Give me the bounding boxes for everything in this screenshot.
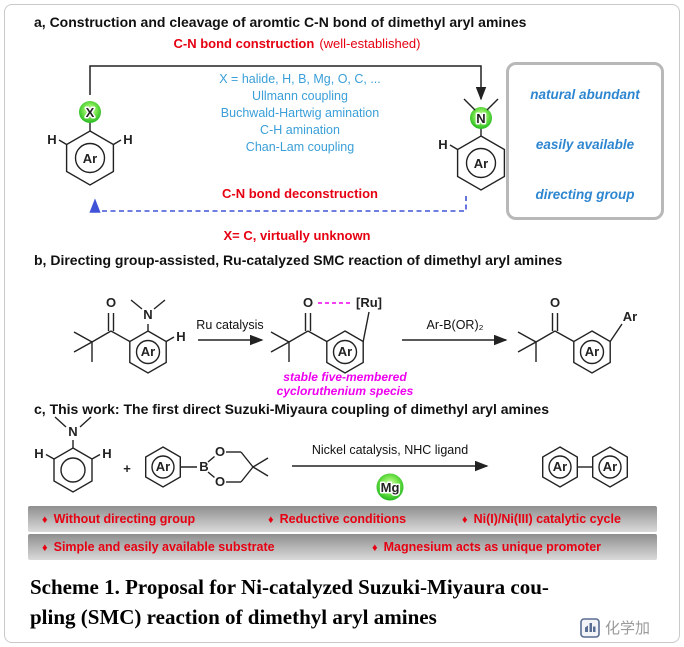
atom-o-top: O <box>215 444 225 459</box>
watermark-text: 化学加 <box>605 620 651 637</box>
deconstruction-label: C-N bond deconstruction <box>222 186 378 201</box>
benefits-panel: natural abundant easily available direct… <box>506 62 664 220</box>
method-ch-amination: C-H amination <box>260 123 340 137</box>
diamond-icon: ♦ <box>42 542 48 554</box>
diamond-icon: ♦ <box>42 514 48 526</box>
atom-o: O <box>106 295 116 310</box>
molecule-b2-ruthenacycle: O [Ru] Ar <box>270 294 384 374</box>
benefit-natural-abundant: natural abundant <box>530 87 640 102</box>
atom-h-left: H <box>34 446 43 461</box>
ring-label-ar: Ar <box>83 151 97 166</box>
coupling-methods-list: X = halide, H, B, Mg, O, C, ... Ullmann … <box>150 71 450 156</box>
x-definition: X = halide, H, B, Mg, O, C, ... <box>219 72 381 86</box>
ruthenacycle-note-line2: cycloruthenium species <box>276 384 414 398</box>
caption-line-2: pling (SMC) reaction of dimethyl aryl am… <box>30 605 437 629</box>
diamond-icon: ♦ <box>462 514 468 526</box>
construction-label: C-N bond construction <box>173 36 315 51</box>
section-b-title: b, Directing group-assisted, Ru-catalyze… <box>34 252 563 268</box>
highlight-text: Simple and easily available substrate <box>53 540 275 554</box>
watermark: 化学加 <box>580 617 650 638</box>
highlight-text: Magnesium acts as unique promoter <box>383 540 602 554</box>
diamond-icon: ♦ <box>372 542 378 554</box>
highlight-text: Reductive conditions <box>279 512 407 526</box>
molecule-b1-amino-ketone: O N H Ar <box>73 294 187 374</box>
section-c-title: c, This work: The first direct Suzuki-Mi… <box>34 401 549 417</box>
diamond-icon: ♦ <box>268 514 274 526</box>
ring2-label-ar: Ar <box>603 459 617 474</box>
mg-highlight-circle <box>376 473 404 501</box>
molecule-aryl-x: X H H Ar <box>46 101 134 186</box>
molecule-c2-arylboronate: Ar B O O <box>144 443 269 491</box>
atom-o: O <box>550 295 560 310</box>
atom-o-bottom: O <box>215 474 225 489</box>
ring-label-ar: Ar <box>585 344 599 359</box>
method-ullmann: Ullmann coupling <box>252 89 348 103</box>
method-chan-lam: Chan-Lam coupling <box>245 140 355 154</box>
aryl-substituent-label: Ar <box>623 309 637 324</box>
mg-label: Mg <box>381 480 400 495</box>
highlight-no-directing-group: ♦ Without directing group <box>42 512 195 526</box>
arylboron-label: Ar-B(OR)₂ <box>426 318 484 332</box>
construction-arrow <box>89 65 487 101</box>
atom-h-right: H <box>123 132 132 147</box>
atom-b: B <box>199 459 208 474</box>
highlights-row-1: ♦ Without directing group ♦ Reductive cond… <box>28 506 657 532</box>
ru-catalysis-label: Ru catalysis <box>196 318 264 332</box>
atom-n: N <box>476 111 485 126</box>
construction-note: (well-established) <box>319 36 421 51</box>
molecule-aryl-nme2: N H Ar <box>437 98 506 191</box>
atom-h-left: H <box>47 132 56 147</box>
ruthenacycle-note-line1: stable five-membered <box>283 370 407 384</box>
atom-h-right: H <box>102 446 111 461</box>
caption-line-1: Scheme 1. Proposal for Ni-catalyzed Suzu… <box>30 575 549 599</box>
highlight-ni-catalytic-cycle: ♦ Ni(I)/Ni(III) catalytic cycle <box>462 512 621 526</box>
unknown-label: X= C, virtually unknown <box>223 228 371 243</box>
molecule-c3-biaryl-product: Ar Ar <box>542 446 628 488</box>
benefit-directing-group: directing group <box>535 187 635 202</box>
highlight-reductive-conditions: ♦ Reductive conditions <box>268 512 406 526</box>
ring-label-ar: Ar <box>338 344 352 359</box>
n-highlight-circle <box>470 107 492 129</box>
atom-x: X <box>86 105 95 120</box>
atom-h: H <box>176 329 185 344</box>
method-buchwald-hartwig: Buchwald-Hartwig amination <box>220 106 380 120</box>
atom-n: N <box>143 307 152 322</box>
x-highlight-circle <box>79 101 101 123</box>
highlight-magnesium-promoter: ♦ Magnesium acts as unique promoter <box>372 540 601 554</box>
atom-h: H <box>438 137 447 152</box>
highlights-row-2: ♦ Simple and easily available substrate ♦… <box>28 534 657 560</box>
atom-o-coordinated: O <box>303 295 313 310</box>
nickel-catalysis-label: Nickel catalysis, NHC ligand <box>311 443 469 457</box>
figure-border <box>4 4 680 643</box>
molecule-b3-product: O Ar Ar <box>517 294 639 374</box>
highlight-text: Ni(I)/Ni(III) catalytic cycle <box>473 512 621 526</box>
plus-sign: + <box>123 461 131 476</box>
construction-caption: C-N bond construction (well-established) <box>102 36 492 51</box>
scheme-caption: Scheme 1. Proposal for Ni-catalyzed Suzu… <box>30 572 660 632</box>
ru-label: [Ru] <box>356 295 382 310</box>
highlights-box: ♦ Without directing group ♦ Reductive cond… <box>28 506 657 562</box>
ring1-label-ar: Ar <box>553 459 567 474</box>
watermark-logo-icon <box>580 617 600 638</box>
atom-n: N <box>68 424 77 439</box>
molecule-c1-dimethylaniline: N H H <box>33 416 113 493</box>
highlight-simple-substrate: ♦ Simple and easily available substrate <box>42 540 275 554</box>
deconstruction-dashed-arrow <box>89 196 467 213</box>
ring-label-ar: Ar <box>156 459 170 474</box>
section-a-title: a, Construction and cleavage of aromtic … <box>34 14 527 30</box>
ruthenacycle-note: stable five-membered cycloruthenium spec… <box>250 370 440 398</box>
highlight-text: Without directing group <box>53 512 196 526</box>
ring-label-ar: Ar <box>141 344 155 359</box>
benefit-easily-available: easily available <box>535 137 635 152</box>
ring-label-ar: Ar <box>474 156 488 171</box>
